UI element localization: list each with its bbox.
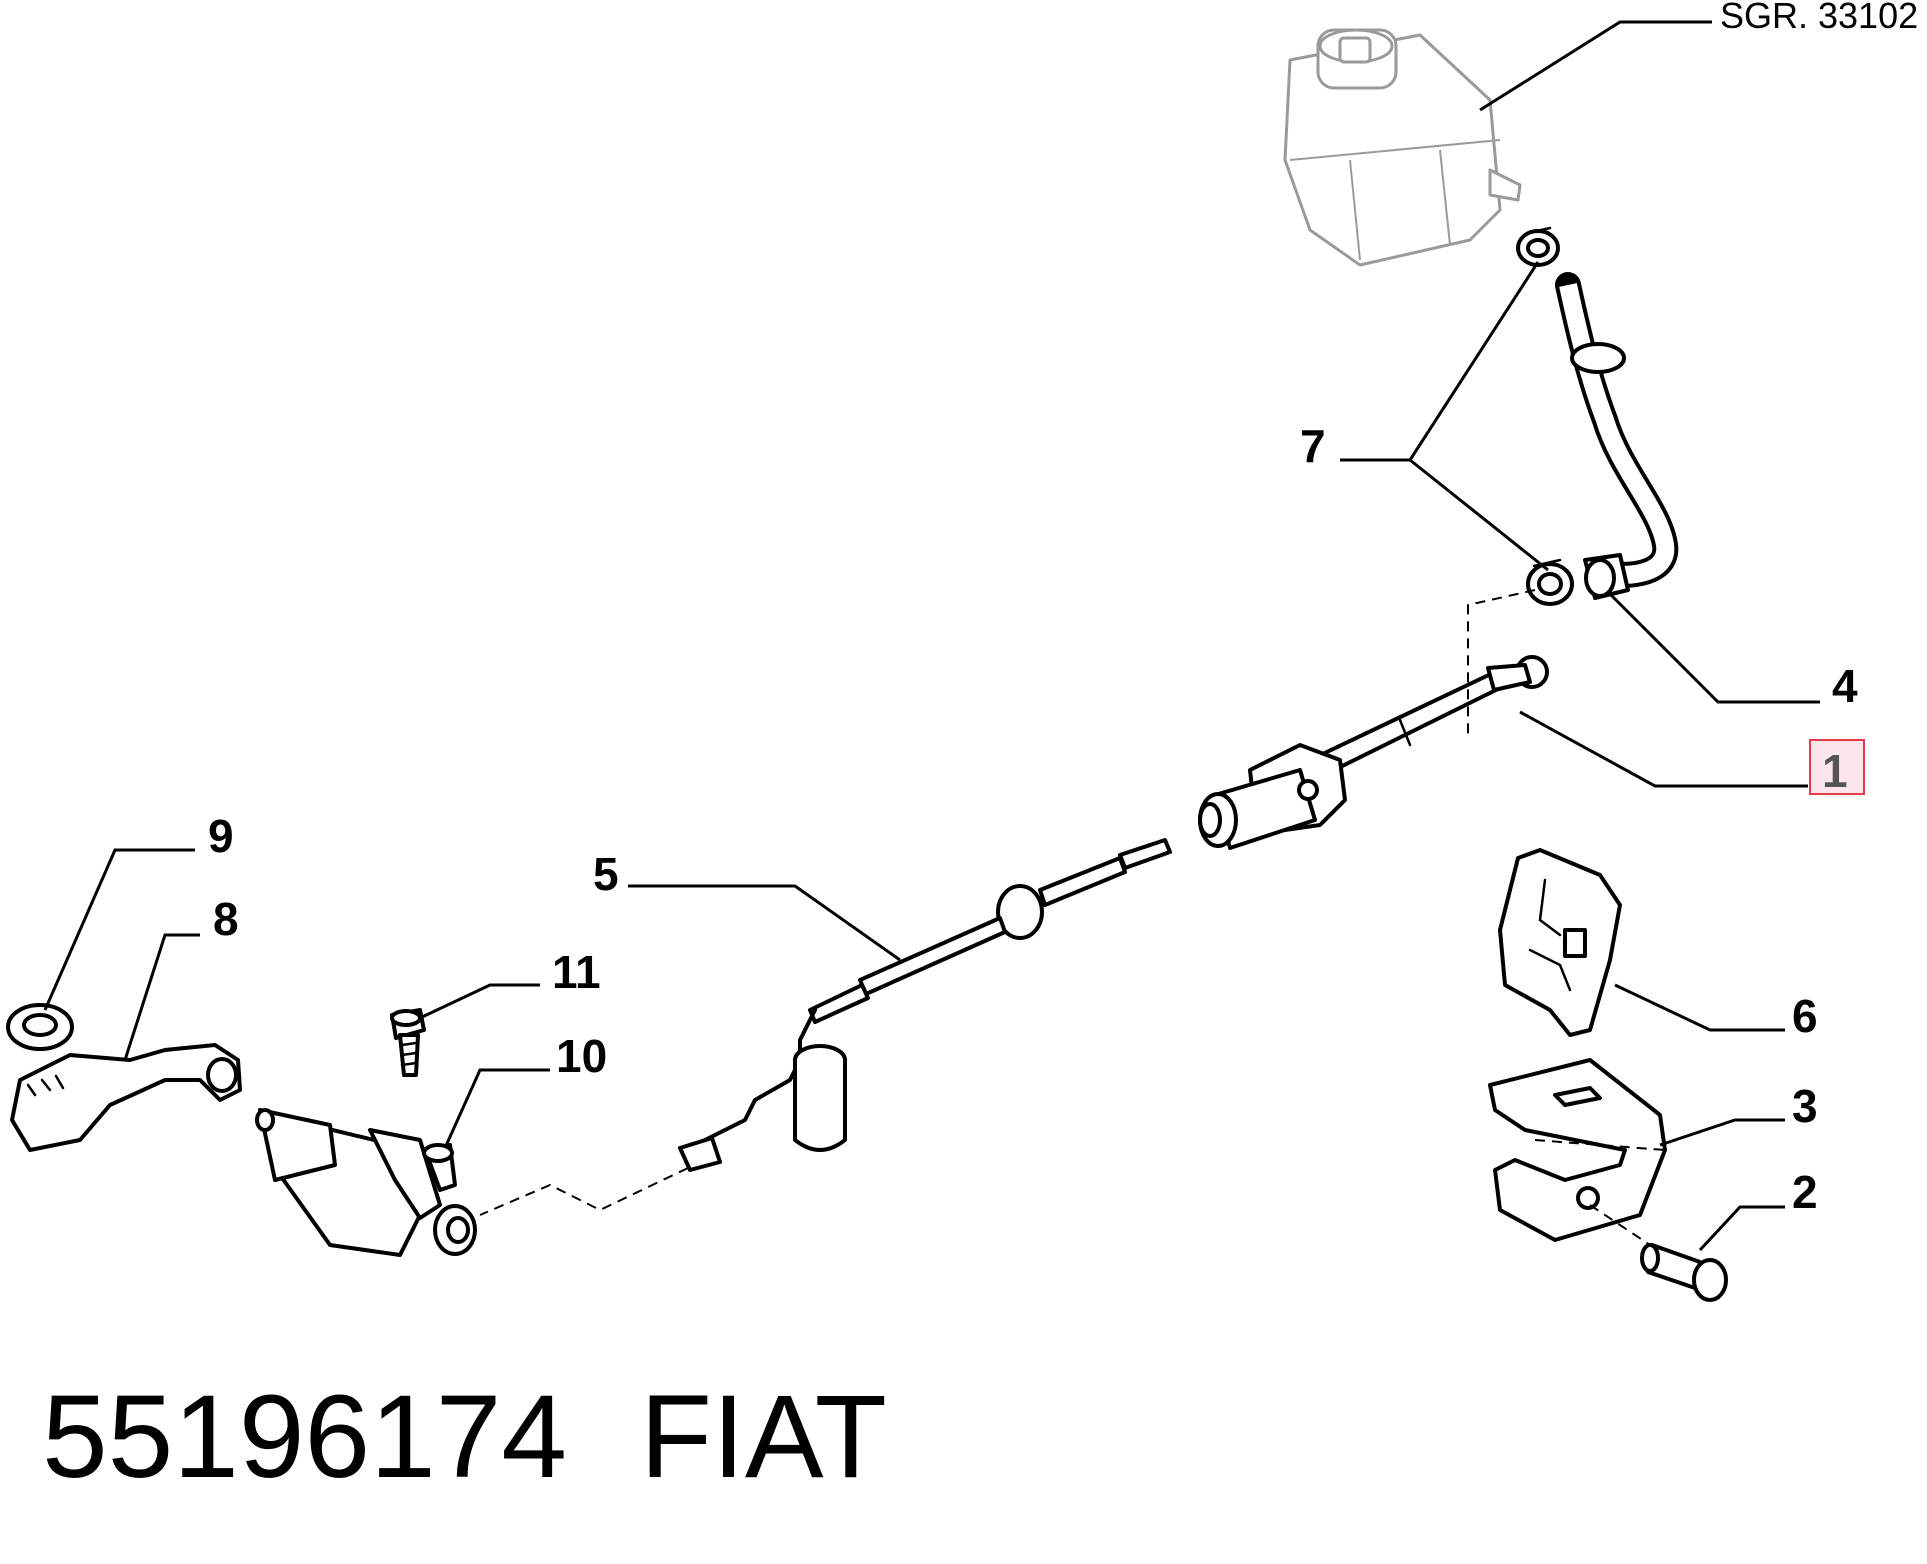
hose-clamp-bottom bbox=[1526, 558, 1574, 606]
screw-2 bbox=[1640, 1243, 1728, 1302]
callout-8: 8 bbox=[213, 893, 239, 945]
washer-9 bbox=[6, 1003, 74, 1051]
callout-11: 11 bbox=[552, 946, 601, 998]
leader-2 bbox=[1698, 1205, 1785, 1252]
leader-6 bbox=[1614, 983, 1785, 1032]
callout-6: 6 bbox=[1792, 990, 1818, 1042]
leader-7 bbox=[1340, 261, 1549, 572]
bolt-11 bbox=[390, 1008, 426, 1077]
callout-3: 3 bbox=[1792, 1080, 1818, 1132]
clamp-axis-dashed bbox=[1467, 589, 1536, 740]
leader-5 bbox=[628, 884, 901, 962]
clutch-hose bbox=[1555, 272, 1679, 600]
leader-11 bbox=[419, 983, 540, 1020]
brand-name: FIAT bbox=[640, 1371, 887, 1503]
bracket-3 bbox=[1488, 1058, 1667, 1242]
leader-reference bbox=[1479, 20, 1712, 112]
callout-2: 2 bbox=[1792, 1166, 1818, 1218]
reference-label: SGR. 33102 bbox=[1720, 0, 1918, 36]
hydraulic-pipe bbox=[678, 838, 1172, 1172]
callout-10: 10 bbox=[556, 1030, 607, 1082]
fluid-reservoir bbox=[1283, 28, 1522, 267]
screw-axis-dashed bbox=[1589, 1204, 1651, 1246]
leader-4 bbox=[1608, 592, 1820, 704]
clutch-slave-cylinder bbox=[255, 1108, 477, 1257]
bracket-6 bbox=[1498, 848, 1622, 1037]
callout-1[interactable]: 1 bbox=[1822, 745, 1848, 797]
leader-10 bbox=[443, 1068, 550, 1149]
callout-7: 7 bbox=[1300, 420, 1326, 472]
callout-5: 5 bbox=[593, 848, 619, 900]
clutch-master-cylinder bbox=[1198, 655, 1549, 850]
release-fork bbox=[10, 1043, 242, 1152]
leader-8 bbox=[123, 933, 200, 1061]
leader-3 bbox=[1659, 1118, 1785, 1147]
hose-clamp-top bbox=[1516, 226, 1560, 267]
callout-1-highlight bbox=[1809, 739, 1865, 795]
leader-1 bbox=[1519, 710, 1808, 788]
callout-4: 4 bbox=[1832, 660, 1858, 712]
pipe-route-dashed bbox=[479, 1167, 689, 1216]
part-number: 55196174 bbox=[42, 1371, 567, 1503]
callout-9: 9 bbox=[208, 810, 234, 862]
leader-9 bbox=[43, 848, 195, 1011]
